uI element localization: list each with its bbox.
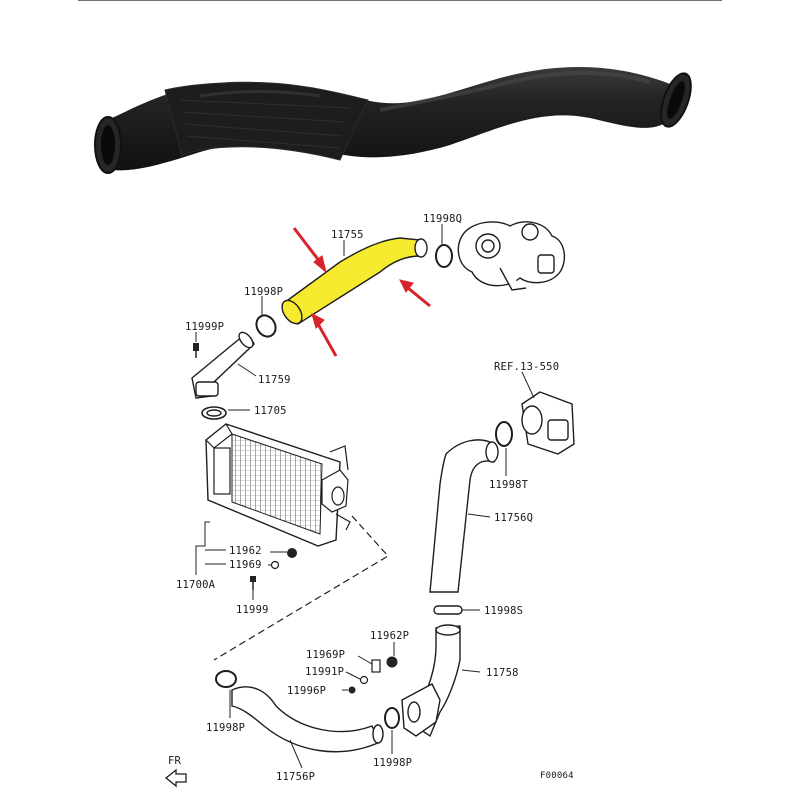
- hose-11755-highlighted[interactable]: [278, 237, 428, 327]
- clamp-11998p-bottom-left: [215, 670, 237, 688]
- label-fr: FR: [168, 755, 182, 767]
- clamp-11998p-top: [255, 314, 277, 338]
- bolt-11962p: [386, 656, 398, 668]
- label-11756q: 11756Q: [494, 512, 533, 524]
- label-11998t: 11998T: [489, 479, 529, 491]
- intercooler-11700a[interactable]: [205, 423, 351, 547]
- pipe-11758: [401, 624, 461, 738]
- label-11759: 11759: [258, 374, 291, 386]
- label-11962: 11962: [229, 545, 262, 557]
- hose-photo: [94, 67, 692, 174]
- label-11755: 11755: [331, 229, 364, 241]
- label-11998p-bottom-right: 11998P: [373, 757, 412, 769]
- connection-dashed-line: [213, 515, 389, 661]
- clamp-11998q: [435, 244, 453, 268]
- bolt-11999p: [193, 343, 199, 358]
- turbocharger: [457, 221, 566, 291]
- clamp-11998p-bottom-right: [384, 707, 400, 729]
- label-11996p: 11996P: [287, 685, 326, 697]
- label-11991p: 11991P: [305, 666, 344, 678]
- label-11758: 11758: [486, 667, 519, 679]
- label-11705: 11705: [254, 405, 287, 417]
- nut-11991p: [359, 675, 369, 685]
- hose-11756p: [231, 686, 384, 753]
- label-11998p-bottom-left: 11998P: [206, 722, 245, 734]
- part-labels: 11755 11998Q 11998P 11999P 11759 11705 R…: [168, 213, 574, 783]
- hose-11756q: [429, 439, 499, 593]
- label-11756p: 11756P: [276, 771, 315, 783]
- front-direction-arrow-icon: [164, 768, 187, 788]
- throttle-body: [521, 391, 575, 455]
- label-11998q: 11998Q: [423, 213, 462, 225]
- gasket-11705: [201, 406, 227, 420]
- leader-lines: [195, 224, 535, 769]
- nut-11969: [270, 560, 280, 570]
- label-11999: 11999: [236, 604, 269, 616]
- label-11969p: 11969P: [306, 649, 345, 661]
- bolt-11999: [250, 576, 256, 590]
- clamp-11998t: [495, 421, 513, 447]
- figure-id: F00064: [540, 771, 574, 781]
- clamp-11998s: [433, 605, 463, 615]
- label-11998s: 11998S: [484, 605, 523, 617]
- label-11998p-top: 11998P: [244, 286, 283, 298]
- label-ref-13-550: REF.13-550: [494, 361, 559, 373]
- red-arrows: [292, 227, 431, 357]
- bolt-11962: [287, 548, 297, 558]
- bracket-11969p: [371, 659, 381, 673]
- bolt-11996p: [348, 686, 356, 694]
- label-11700a: 11700A: [176, 579, 216, 591]
- label-11999p: 11999P: [185, 321, 224, 333]
- pipe-11759: [191, 331, 255, 399]
- label-11962p: 11962P: [370, 630, 409, 642]
- label-11969: 11969: [229, 559, 262, 571]
